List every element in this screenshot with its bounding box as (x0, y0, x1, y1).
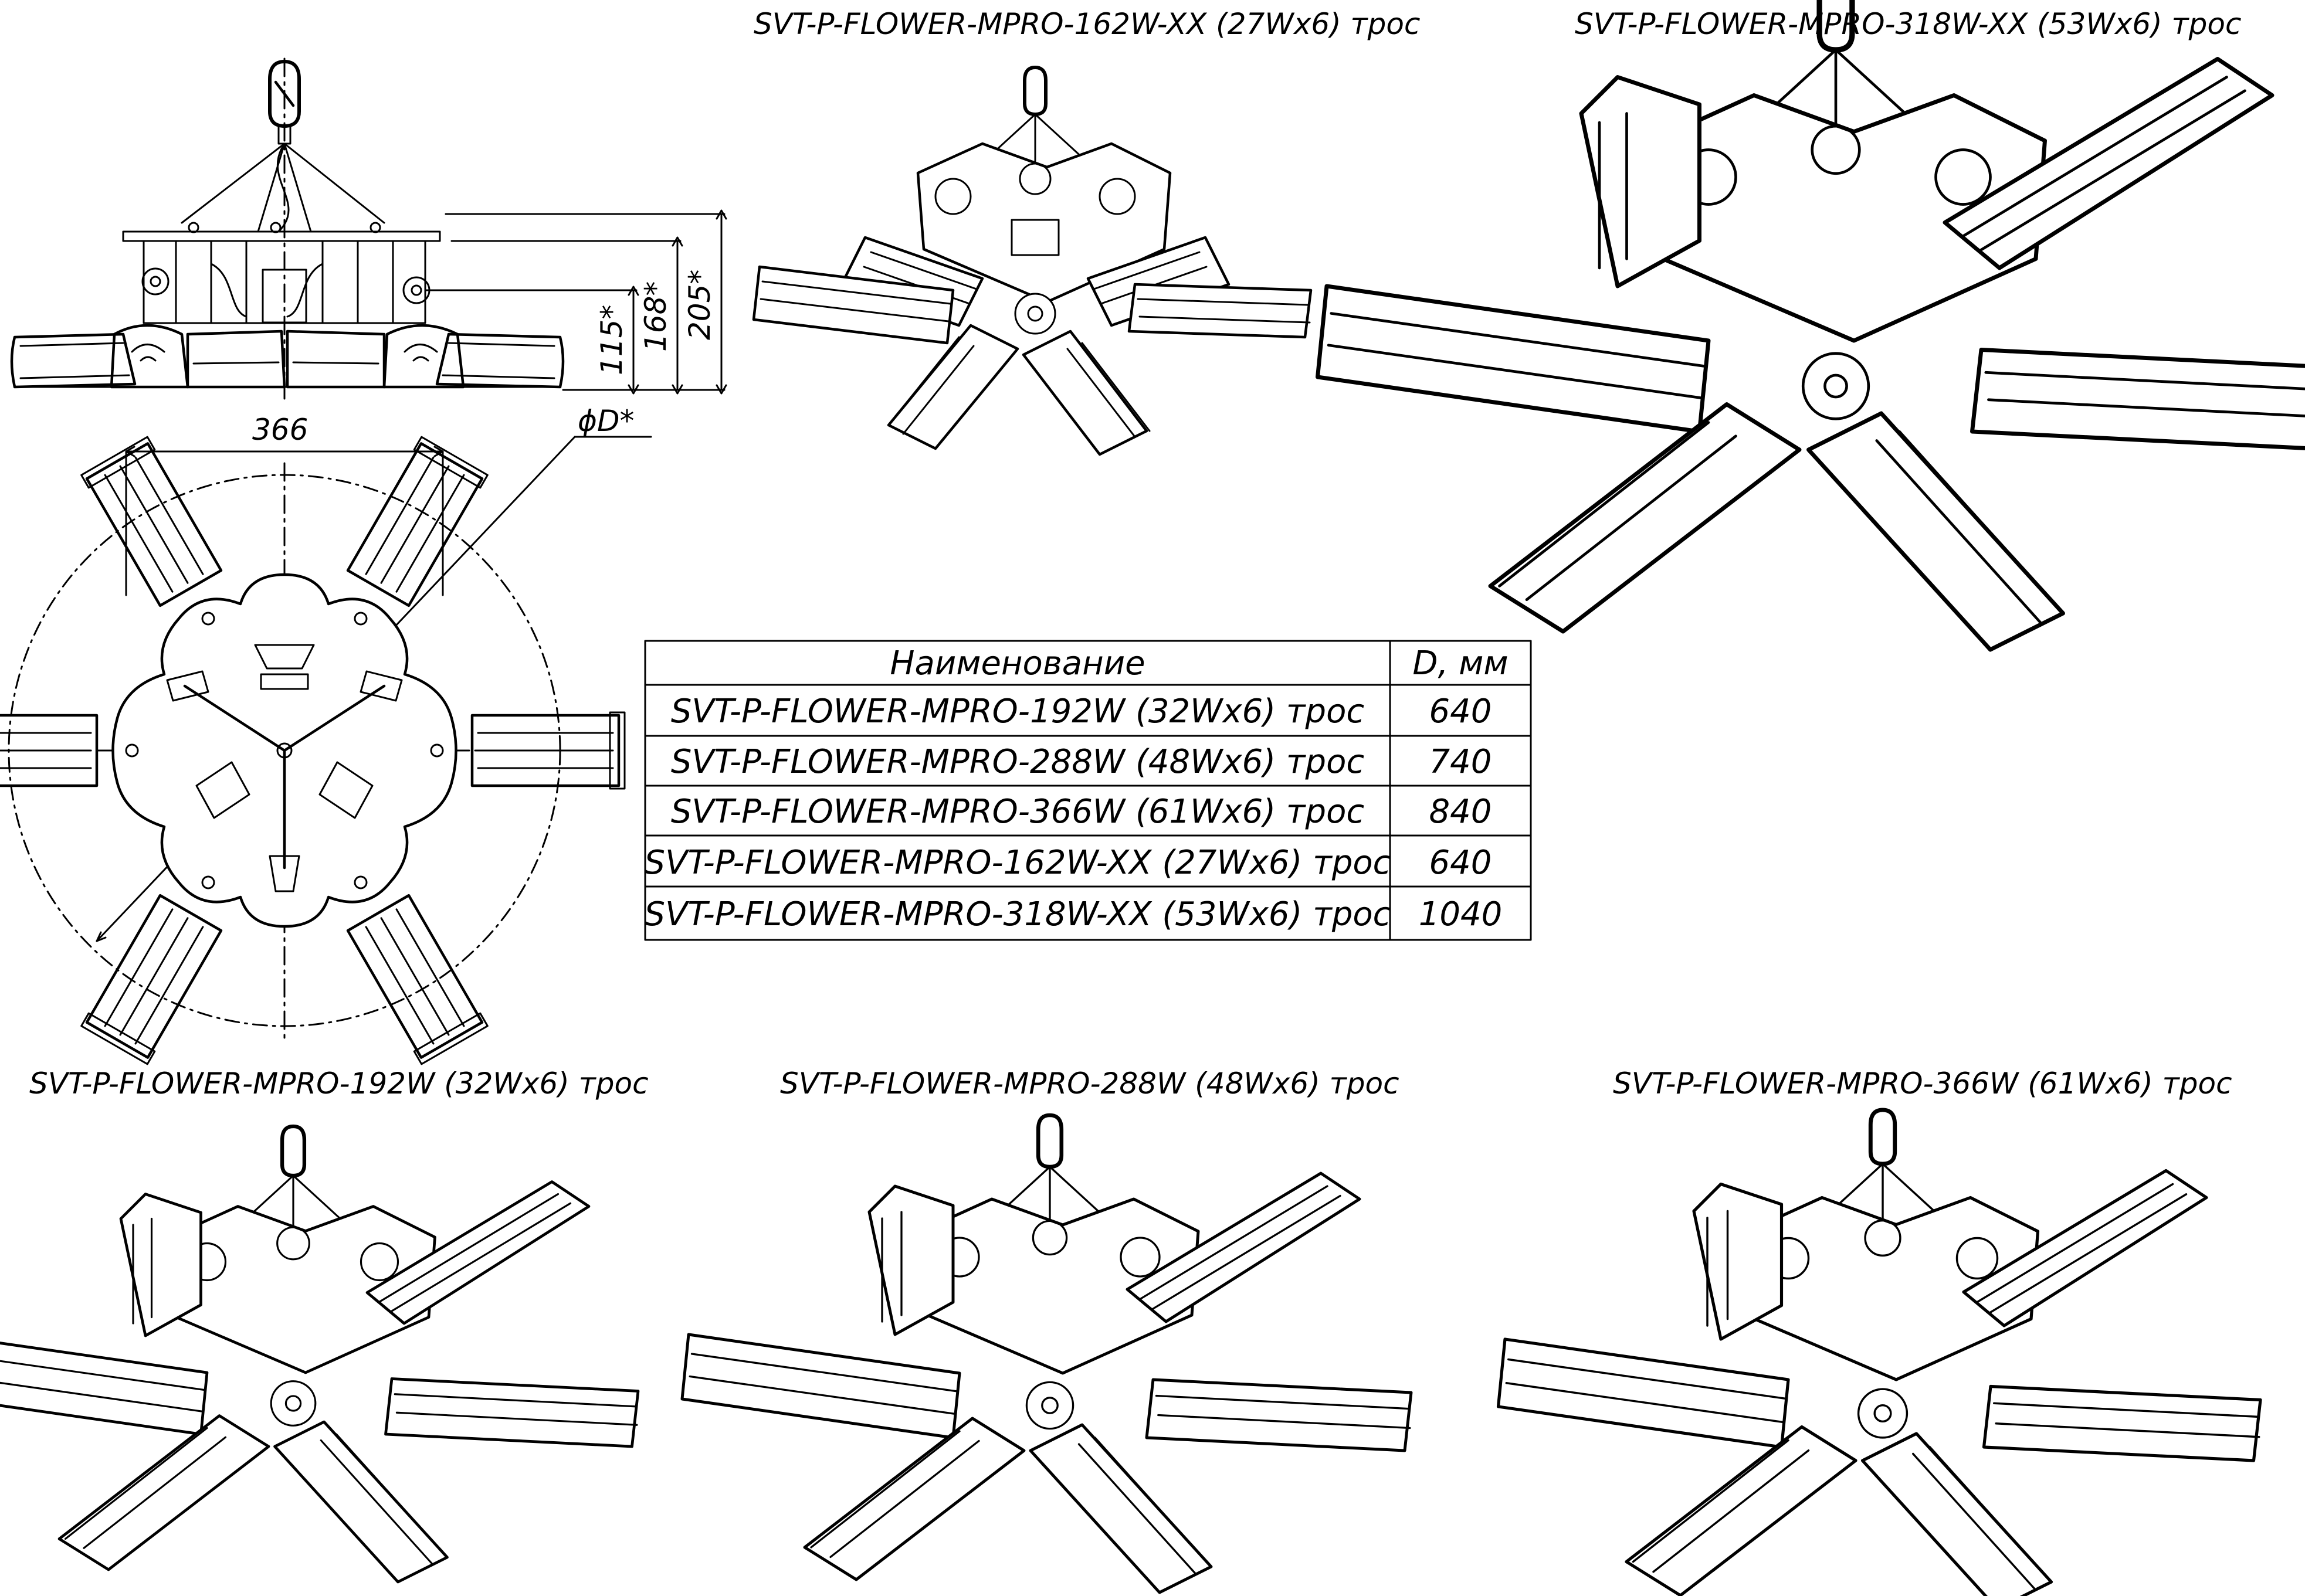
plan-arm (470, 711, 626, 790)
table-cell-name: SVT-P-FLOWER-MPRO-192W (32Wx6) трос (671, 692, 1365, 731)
title-318w-xx: SVT-P-FLOWER-MPRO-318W-XX (53Wx6) трос (1575, 7, 2242, 41)
dim-205: 205* (683, 270, 717, 340)
dim-168: 168* (639, 281, 673, 352)
table-cell-diameter: 740 (1429, 743, 1492, 781)
table-cell-diameter: 840 (1429, 793, 1492, 831)
dim-115: 115* (595, 305, 629, 375)
table-header-diameter: D, мм (1412, 644, 1508, 682)
title-288w: SVT-P-FLOWER-MPRO-288W (48Wx6) трос (780, 1067, 1399, 1101)
table-cell-diameter: 640 (1429, 692, 1492, 731)
title-192w: SVT-P-FLOWER-MPRO-192W (32Wx6) трос (29, 1067, 649, 1101)
luminaire-318w-xx (1318, 0, 2305, 650)
side-elevation-view (10, 57, 727, 400)
spec-table (644, 640, 1532, 941)
table-cell-name: SVT-P-FLOWER-MPRO-366W (61Wx6) трос (671, 793, 1365, 831)
dim-width-366: 366 (252, 413, 308, 447)
table-header-name: Наименование (890, 644, 1145, 682)
luminaire-288w (682, 1115, 1411, 1592)
plan-view (0, 436, 652, 1065)
table-cell-name: SVT-P-FLOWER-MPRO-288W (48Wx6) трос (671, 743, 1365, 781)
table-cell-diameter: 1040 (1419, 895, 1503, 933)
table-cell-name: SVT-P-FLOWER-MPRO-318W-XX (53Wx6) трос (645, 895, 1391, 933)
title-366w: SVT-P-FLOWER-MPRO-366W (61Wx6) трос (1613, 1067, 2232, 1101)
title-162w-xx: SVT-P-FLOWER-MPRO-162W-XX (27Wx6) трос (754, 7, 1421, 41)
table-cell-name: SVT-P-FLOWER-MPRO-162W-XX (27Wx6) трос (645, 844, 1391, 882)
luminaire-162w-xx (754, 67, 1311, 454)
luminaire-192w (0, 1126, 638, 1582)
luminaire-366w (1499, 1110, 2261, 1596)
table-cell-diameter: 640 (1429, 844, 1492, 882)
dim-diameter-d: ϕD* (578, 404, 634, 438)
